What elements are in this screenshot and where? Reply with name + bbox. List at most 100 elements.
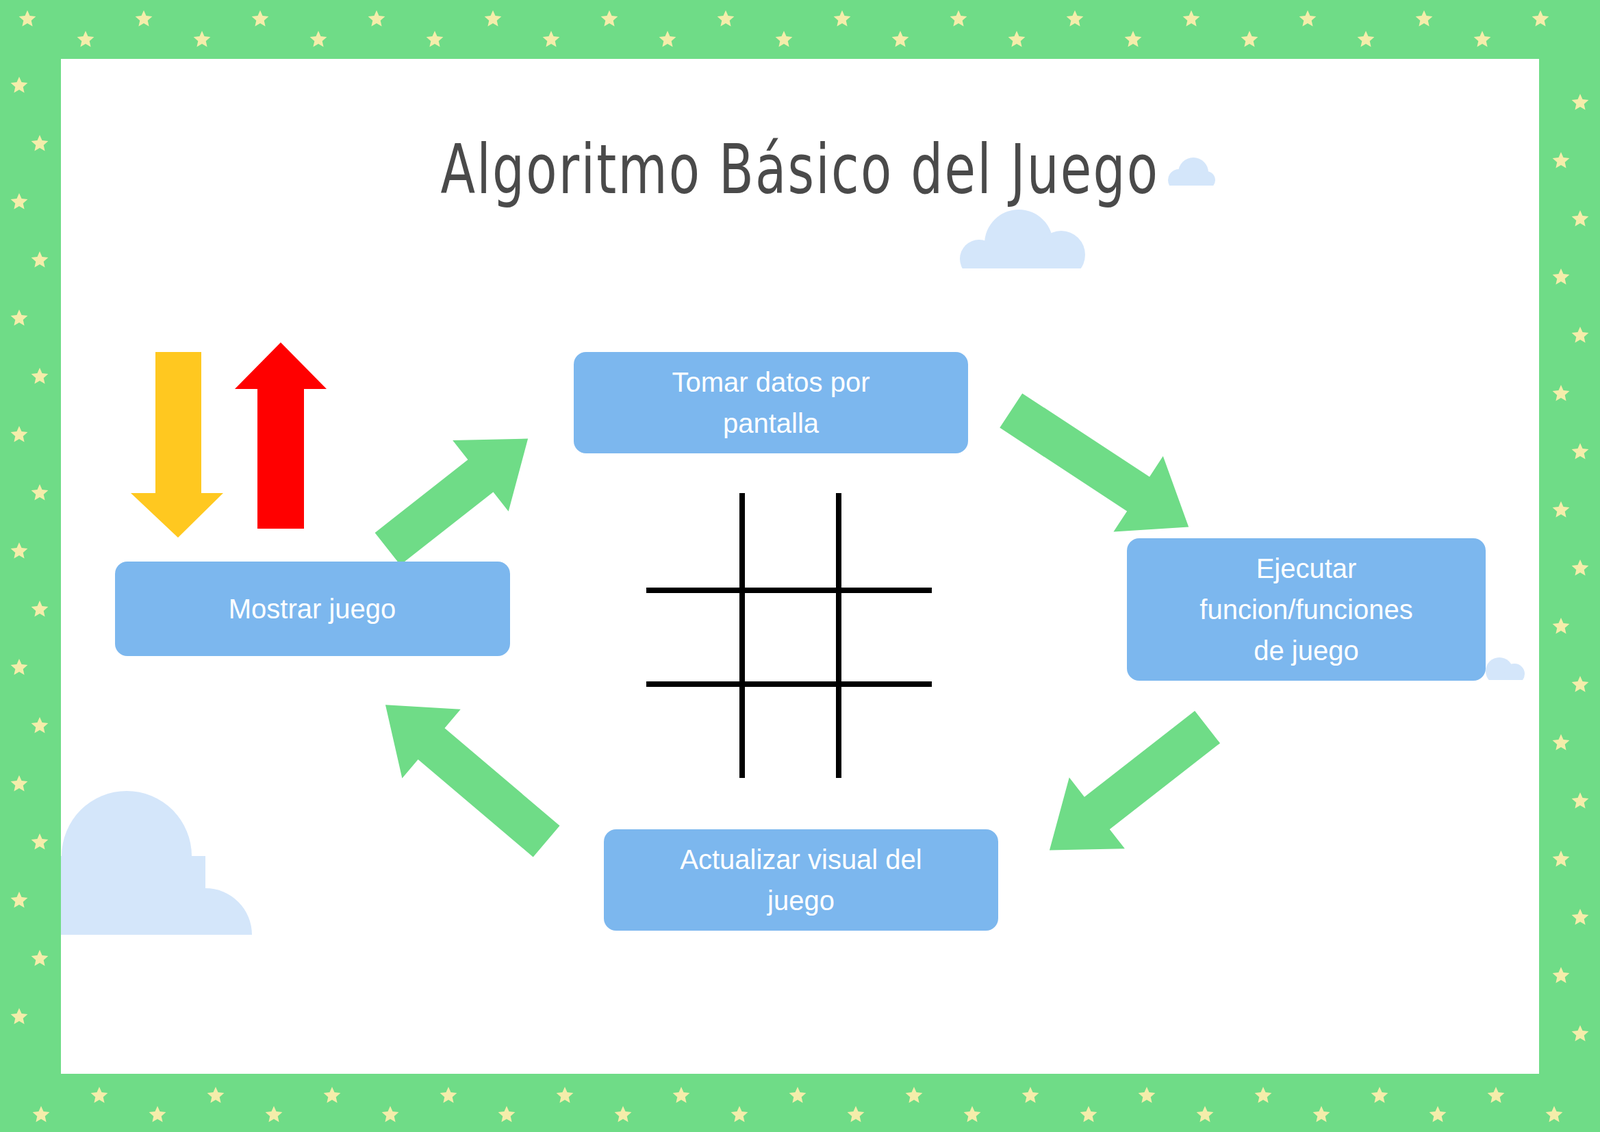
star — [833, 10, 852, 27]
cloud — [959, 209, 1086, 269]
cloud — [1167, 157, 1216, 186]
star — [31, 833, 49, 850]
star — [10, 891, 29, 908]
star — [1532, 10, 1550, 27]
process-box: Mostrar juego — [115, 561, 511, 656]
star — [1357, 30, 1375, 48]
star — [135, 10, 153, 27]
up-arrow-icon — [234, 342, 327, 529]
star — [1552, 384, 1570, 402]
star — [1552, 733, 1570, 751]
star — [1571, 792, 1590, 809]
grid-line — [646, 587, 932, 593]
star — [31, 600, 49, 617]
star — [91, 1086, 109, 1103]
cloud-part — [60, 855, 206, 935]
star — [10, 309, 29, 326]
star — [556, 1086, 574, 1103]
star — [847, 1105, 865, 1123]
star — [614, 1105, 632, 1123]
star — [31, 367, 49, 385]
grid-line — [739, 492, 745, 778]
star — [207, 1086, 225, 1103]
star — [1552, 617, 1570, 634]
star — [1022, 1086, 1040, 1103]
star — [1254, 1086, 1273, 1103]
cloud-part — [1197, 171, 1216, 186]
star — [1571, 1024, 1590, 1042]
box-label: Ejecutar funcion/funciones de juego — [1183, 547, 1430, 671]
star — [251, 10, 270, 27]
star — [963, 1105, 982, 1123]
star — [1183, 10, 1201, 27]
border-stars — [10, 10, 1590, 1123]
star — [31, 134, 49, 152]
star — [789, 1086, 807, 1103]
star — [892, 30, 910, 48]
star — [10, 658, 29, 676]
box-label: Tomar datos por pantalla — [633, 361, 908, 444]
process-box: Actualizar visual del juego — [603, 829, 999, 931]
cloud — [1485, 657, 1525, 680]
star — [601, 10, 619, 27]
diagram-title: Algoritmo Básico del Juego — [440, 128, 1160, 211]
star — [1571, 326, 1590, 344]
star — [382, 1105, 400, 1123]
star — [1571, 442, 1590, 460]
process-box: Tomar datos por pantalla — [573, 351, 969, 454]
star — [1552, 151, 1570, 169]
cloud-part — [1504, 663, 1525, 680]
star — [1552, 268, 1570, 285]
star — [32, 1105, 50, 1123]
star — [310, 30, 328, 48]
star — [1571, 908, 1590, 925]
star — [31, 716, 49, 734]
star — [31, 949, 49, 967]
star — [368, 10, 386, 27]
flow-arrow — [1049, 710, 1221, 850]
star — [905, 1086, 923, 1103]
star — [1313, 1105, 1331, 1123]
star — [10, 1007, 29, 1025]
star — [10, 76, 29, 94]
page-ground — [60, 58, 1540, 1074]
star — [1474, 30, 1492, 48]
star — [717, 10, 735, 27]
star — [672, 1086, 691, 1103]
box-label: Actualizar visual del juego — [657, 838, 945, 921]
star — [10, 775, 29, 792]
star — [1552, 501, 1570, 518]
star — [1571, 559, 1590, 576]
star — [1241, 30, 1259, 48]
process-box: Ejecutar funcion/funciones de juego — [1126, 538, 1486, 681]
star — [1080, 1105, 1098, 1123]
star — [323, 1086, 341, 1103]
star — [1571, 675, 1590, 693]
box-label: Mostrar juego — [228, 588, 397, 630]
star — [1487, 1086, 1505, 1103]
star — [1545, 1105, 1564, 1123]
star — [1138, 1086, 1156, 1103]
star — [1571, 210, 1590, 227]
star — [950, 10, 968, 27]
star — [440, 1086, 458, 1103]
star — [149, 1105, 167, 1123]
star — [1124, 30, 1142, 48]
star — [1299, 10, 1317, 27]
star — [542, 30, 561, 48]
title-band: Algoritmo Básico del Juego — [0, 128, 1600, 211]
grid-line — [835, 492, 842, 778]
star — [10, 193, 29, 210]
star — [484, 10, 502, 27]
cloud-part — [979, 254, 1062, 269]
star — [498, 1105, 516, 1123]
star — [659, 30, 677, 48]
star — [1552, 850, 1570, 867]
star — [1066, 10, 1084, 27]
star — [77, 30, 95, 48]
star — [1429, 1105, 1447, 1123]
star — [193, 30, 211, 48]
star — [265, 1105, 283, 1123]
